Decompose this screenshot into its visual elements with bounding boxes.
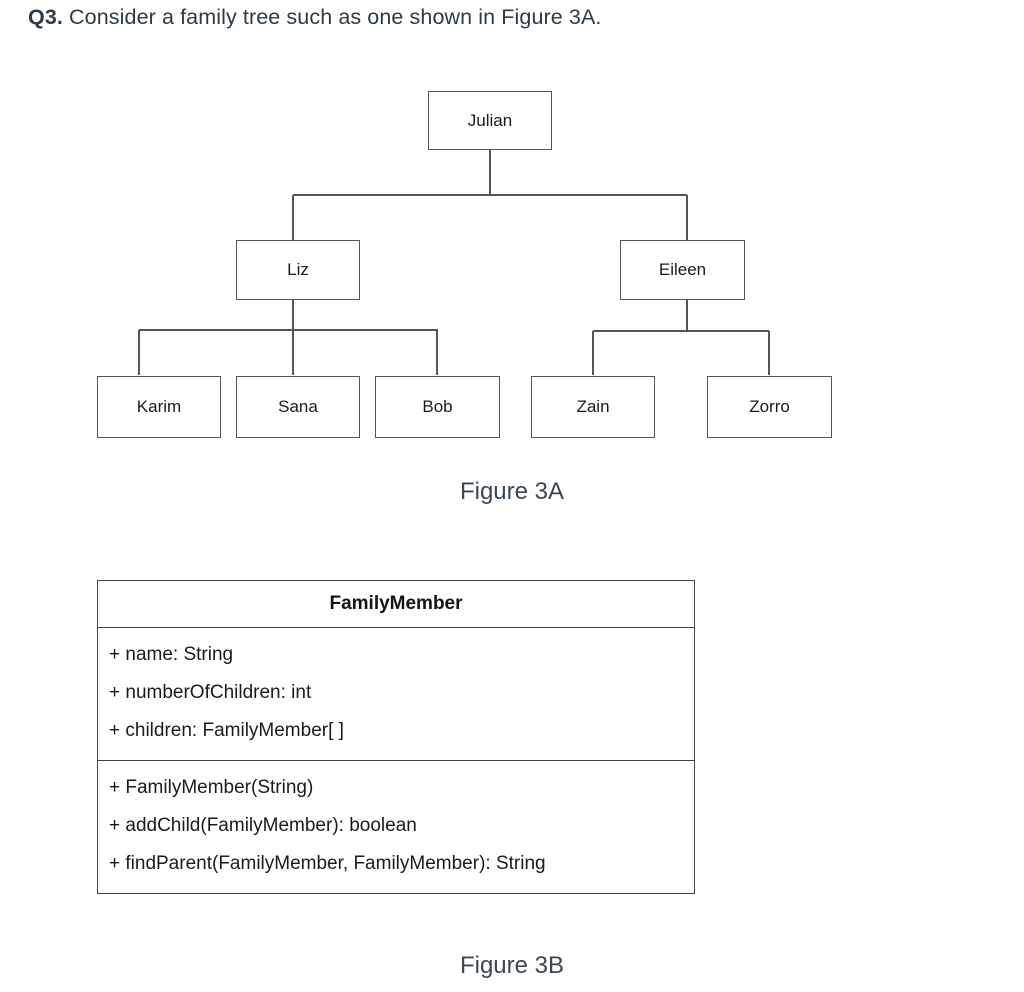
uml-attribute: + numberOfChildren: int (109, 682, 312, 703)
figure-3b-caption: Figure 3B (459, 952, 565, 979)
uml-attributes-compartment: + name: String + numberOfChildren: int +… (98, 628, 694, 761)
tree-connector-lines (138, 150, 770, 375)
tree-node-julian: Julian (428, 91, 552, 150)
tree-node-zorro: Zorro (707, 376, 832, 438)
tree-node-sana: Sana (236, 376, 360, 438)
tree-node-karim: Karim (97, 376, 221, 438)
tree-node-zain: Zain (531, 376, 655, 438)
tree-node-label: Zain (576, 397, 610, 416)
figure-3a-caption: Figure 3A (459, 478, 565, 505)
tree-node-eileen: Eileen (620, 240, 745, 300)
uml-method: + addChild(FamilyMember): boolean (109, 815, 417, 836)
tree-node-bob: Bob (375, 376, 500, 438)
tree-node-label: Liz (287, 260, 309, 279)
question-text: Consider a family tree such as one shown… (69, 5, 602, 29)
uml-class-name: FamilyMember (98, 581, 694, 628)
uml-attribute: + name: String (109, 644, 234, 665)
page-title: Q3. Consider a family tree such as one s… (28, 2, 601, 32)
tree-node-label: Eileen (658, 260, 707, 279)
uml-attribute: + children: FamilyMember[ ] (109, 720, 344, 741)
tree-node-label: Sana (278, 397, 318, 416)
tree-node-label: Zorro (749, 397, 790, 416)
tree-node-label: Bob (422, 397, 453, 416)
uml-method: + FamilyMember(String) (109, 777, 314, 798)
uml-class-diagram: FamilyMember + name: String + numberOfCh… (97, 580, 695, 894)
uml-method: + findParent(FamilyMember, FamilyMember)… (109, 853, 546, 874)
question-number: Q3. (28, 5, 63, 29)
tree-node-liz: Liz (236, 240, 360, 300)
uml-methods-compartment: + FamilyMember(String) + addChild(Family… (98, 761, 694, 893)
tree-node-label: Julian (467, 110, 513, 130)
figure-3a: Julian Liz Eileen Karim Sana Bob Zain Zo… (0, 70, 1024, 520)
tree-node-label: Karim (136, 397, 182, 416)
